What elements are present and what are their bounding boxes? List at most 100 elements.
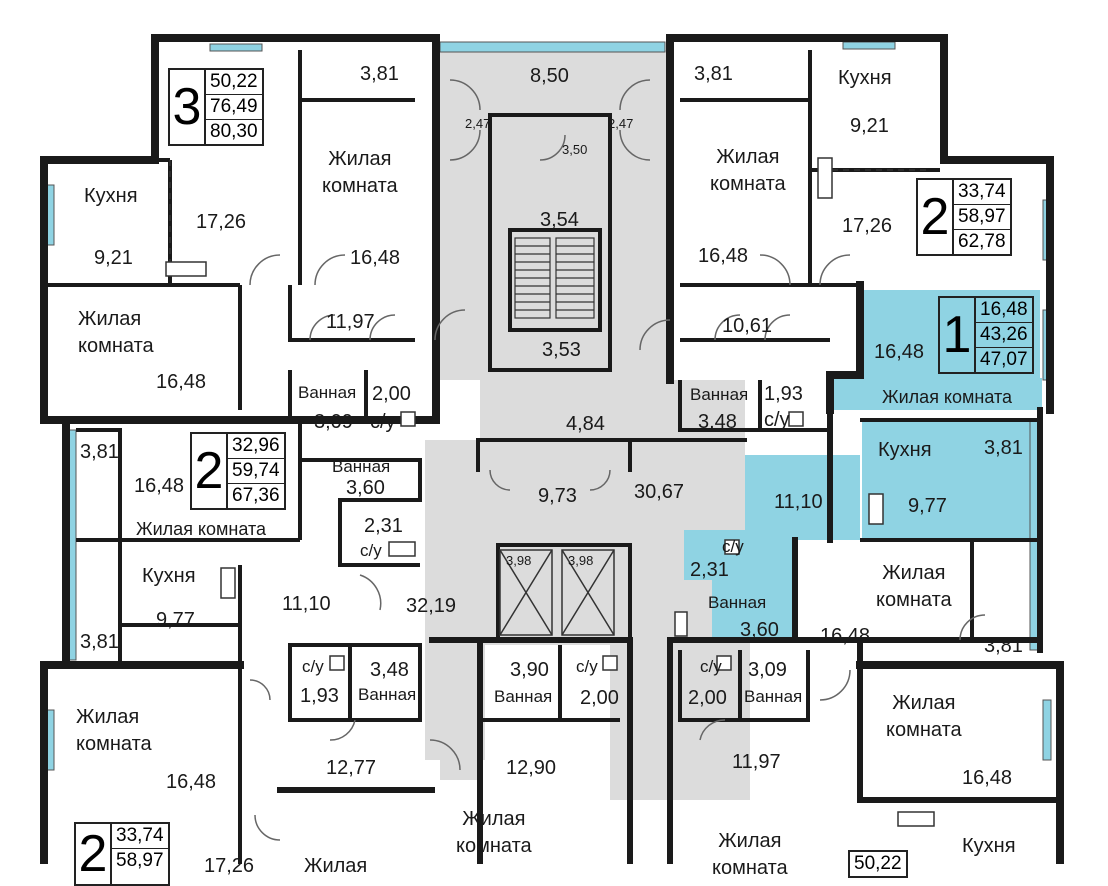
room-label: Кухня: [838, 67, 892, 89]
room-label: Жилая комната: [322, 148, 398, 197]
room-label: 1,93: [300, 685, 339, 707]
room-label: Жилая комната: [886, 692, 962, 741]
total-area-balcony: 67,36: [232, 485, 280, 506]
floor-plan: [40, 34, 1064, 864]
room-label: 16,48: [350, 247, 401, 269]
room-label: с/у: [302, 657, 324, 676]
living-area: 16,48: [976, 298, 1032, 323]
staircase-icon: [514, 237, 595, 319]
room-label: Кухня: [962, 835, 1016, 857]
room-label: 3,81: [984, 635, 1023, 657]
room-count: 2: [76, 824, 112, 884]
total-area: 58,97: [116, 850, 164, 871]
room-label: Ванная: [744, 687, 803, 706]
room-label: 2,00: [688, 687, 727, 709]
room-label: 3,09: [314, 411, 353, 433]
room-label: Жилая комната: [78, 308, 154, 357]
living-area: 50,22: [854, 853, 902, 874]
room-label: Кухня: [878, 439, 932, 461]
room-label: Жилая комната: [456, 808, 532, 857]
room-label: 3,60: [740, 619, 779, 641]
living-area: 32,96: [228, 434, 284, 459]
total-area: 43,26: [976, 323, 1032, 348]
room-label: 3,50: [562, 142, 588, 157]
room-label: 12,77: [326, 757, 377, 779]
room-label: 2,47: [608, 116, 634, 131]
room-label: 3,81: [80, 631, 119, 653]
room-label: с/у: [700, 657, 722, 676]
total-area-balcony: 47,07: [980, 349, 1028, 370]
room-label: Жилая комната: [876, 562, 952, 611]
room-label: 9,77: [156, 609, 195, 631]
room-label: 1,93: [764, 383, 803, 405]
room-label: 3,81: [80, 441, 119, 463]
room-label: 3,81: [694, 63, 733, 85]
room-label: 16,48: [698, 245, 749, 267]
room-label: 17,26: [204, 855, 255, 877]
room-label: 3,98: [568, 553, 594, 568]
room-label: Жилая комната: [712, 830, 788, 879]
room-label: 2,31: [364, 515, 403, 537]
room-label: 16,48: [156, 371, 207, 393]
room-label: 16,48: [820, 625, 871, 647]
room-label: Кухня: [84, 185, 138, 207]
apartment-badge-a1: 1 16,48 43,26 47,07: [938, 296, 1034, 374]
room-label: 32,19: [406, 595, 457, 617]
room-label: с/у: [360, 541, 382, 560]
room-label: 16,48: [166, 771, 217, 793]
room-label: 9,73: [538, 485, 577, 507]
room-count: 1: [940, 298, 976, 372]
total-area-balcony: 80,30: [210, 121, 258, 142]
room-label: 4,84: [566, 413, 605, 435]
interior-walls: [42, 50, 1040, 864]
room-label: Жилая комната: [136, 519, 267, 539]
elevator-icon: [499, 549, 615, 636]
total-area: 58,97: [954, 205, 1010, 230]
living-area: 50,22: [206, 70, 262, 95]
room-label: Жилая: [304, 855, 368, 877]
room-label: 12,90: [506, 757, 557, 779]
room-label: 3,81: [984, 437, 1023, 459]
total-area-balcony: 62,78: [958, 231, 1006, 252]
apartment-badge-a3se: 50,22: [848, 850, 908, 878]
room-label: 2,00: [580, 687, 619, 709]
room-label: 3,60: [346, 477, 385, 499]
room-label: 9,21: [850, 115, 889, 137]
room-label: 9,21: [94, 247, 133, 269]
apartment-badge-a2ne: 2 33,74 58,97 62,78: [916, 178, 1012, 256]
room-label: 2,47: [465, 116, 491, 131]
room-label: с/у: [576, 657, 598, 676]
kitchen-boundary: [169, 160, 930, 262]
room-label: 11,10: [282, 593, 331, 615]
door-swing-icon: [249, 79, 986, 841]
toilet-icon: [329, 411, 804, 671]
room-label: Ванная: [494, 687, 553, 706]
room-label: 2,00: [372, 383, 411, 405]
stove-icon: [165, 157, 935, 827]
apartment-badge-a2w: 2 32,96 59,74 67,36: [190, 432, 286, 510]
room-label: 16,48: [962, 767, 1013, 789]
apartment-badge-a3: 3 50,22 76,49 80,30: [168, 68, 264, 146]
room-label: 3,48: [698, 411, 737, 433]
room-label: с/у: [370, 411, 396, 433]
room-label: Ванная: [332, 457, 391, 476]
room-label: 17,26: [842, 215, 893, 237]
room-label: 2,31: [690, 559, 729, 581]
room-label: 3,98: [506, 553, 532, 568]
room-label: 11,97: [326, 311, 375, 333]
room-label: 3,81: [360, 63, 399, 85]
room-label: Жилая комната: [882, 387, 1013, 407]
room-label: 16,48: [874, 341, 925, 363]
room-label: 30,67: [634, 481, 685, 503]
room-label: Ванная: [690, 385, 749, 404]
room-label: Кухня: [142, 565, 196, 587]
room-label: 16,48: [134, 475, 185, 497]
total-area: 59,74: [228, 459, 284, 484]
room-label: Жилая комната: [710, 146, 786, 195]
room-label: 11,97: [732, 751, 781, 773]
room-count: 3: [170, 70, 206, 144]
room-label: с/у: [722, 537, 744, 556]
room-label: Жилая комната: [76, 706, 152, 755]
room-label: 10,61: [722, 315, 773, 337]
living-area: 33,74: [954, 180, 1010, 205]
